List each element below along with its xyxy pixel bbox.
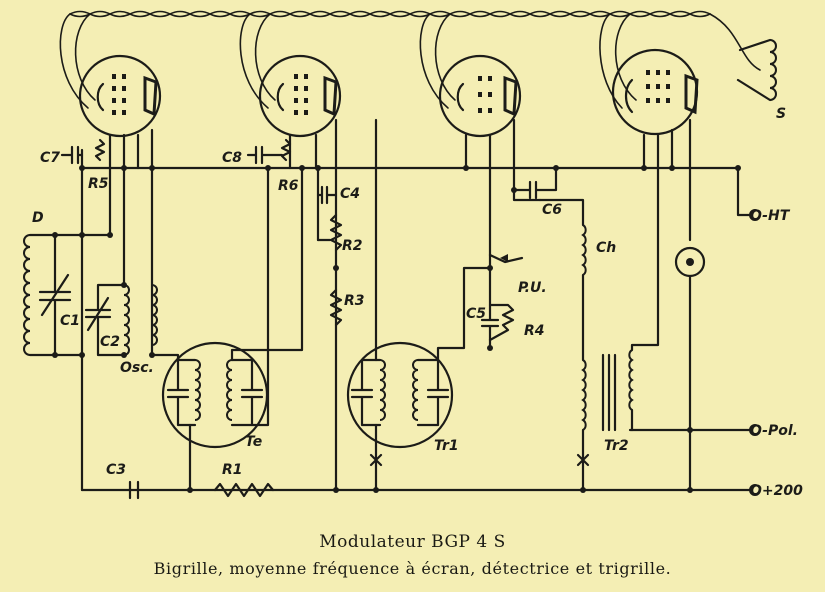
transformer-tr1 xyxy=(346,341,454,449)
potentiometer-r2 xyxy=(316,213,343,252)
label-pol: O-Pol. xyxy=(750,423,798,439)
osc-coil-right xyxy=(151,284,158,346)
capacitor-c5 xyxy=(480,266,500,350)
speaker-coil-s xyxy=(736,38,777,102)
label-d: D xyxy=(32,210,44,226)
filament-twisted-wires xyxy=(59,10,761,109)
capacitor-c8 xyxy=(246,145,284,165)
capacitor-c4 xyxy=(316,185,338,205)
transformer-tr2 xyxy=(581,133,660,432)
variable-capacitor-c2 xyxy=(84,283,126,357)
tube-trigrille xyxy=(611,48,699,136)
label-c3: C3 xyxy=(106,462,126,478)
label-c8: C8 xyxy=(222,150,242,166)
label-r1: R1 xyxy=(222,462,243,478)
resistor-r6 xyxy=(280,138,292,162)
label-c7: C7 xyxy=(40,150,60,166)
resistor-r1 xyxy=(213,482,275,498)
label-c2: C2 xyxy=(100,334,120,350)
label-ch: Ch xyxy=(596,240,616,256)
pickup-pu xyxy=(488,253,524,264)
pilot-lamp xyxy=(674,246,706,278)
label-tr2: Tr2 xyxy=(604,438,629,454)
capacitor-c6 xyxy=(512,166,558,200)
capacitor-c7 xyxy=(60,145,84,165)
label-s: S xyxy=(776,106,786,122)
label-c5: C5 xyxy=(466,306,486,322)
resistor-r3 xyxy=(329,288,343,327)
label-plus200: O+200 xyxy=(750,483,803,499)
label-r6: R6 xyxy=(278,178,299,194)
variable-capacitor-c1 xyxy=(38,233,72,357)
tube-mf-screen xyxy=(258,54,342,138)
label-ht: O-HT xyxy=(750,208,791,224)
label-te: Te xyxy=(245,434,262,450)
label-r3: R3 xyxy=(344,293,365,309)
ht-bus xyxy=(80,166,754,217)
resistor-r5 xyxy=(94,138,106,162)
label-osc: Osc. xyxy=(120,360,154,376)
capacitor-c3 xyxy=(128,480,140,500)
tube-bigrille xyxy=(78,54,162,138)
label-c6: C6 xyxy=(542,202,562,218)
terminal-ht xyxy=(749,209,761,221)
modulator-schematic: D S C7 R5 C8 R6 C4 R2 R3 C6 Ch P.U. C5 R… xyxy=(23,10,803,500)
label-tr1: Tr1 xyxy=(434,438,459,454)
label-r2: R2 xyxy=(342,238,363,254)
label-pu: P.U. xyxy=(518,280,547,296)
label-r4: R4 xyxy=(524,323,545,339)
tube-detector xyxy=(438,54,522,138)
caption-subtitle: Bigrille, moyenne fréquence à écran, dét… xyxy=(153,559,672,578)
label-r5: R5 xyxy=(88,176,109,192)
osc-coil-left xyxy=(123,284,130,356)
choke-ch xyxy=(581,224,587,276)
terminal-plus200 xyxy=(749,484,761,496)
resistor-r4 xyxy=(488,303,515,342)
caption-title: Modulateur BGP 4 S xyxy=(319,532,506,552)
junction-dots xyxy=(52,165,741,493)
terminal-pol xyxy=(749,424,761,436)
label-c1: C1 xyxy=(60,313,80,329)
label-c4: C4 xyxy=(340,186,360,202)
